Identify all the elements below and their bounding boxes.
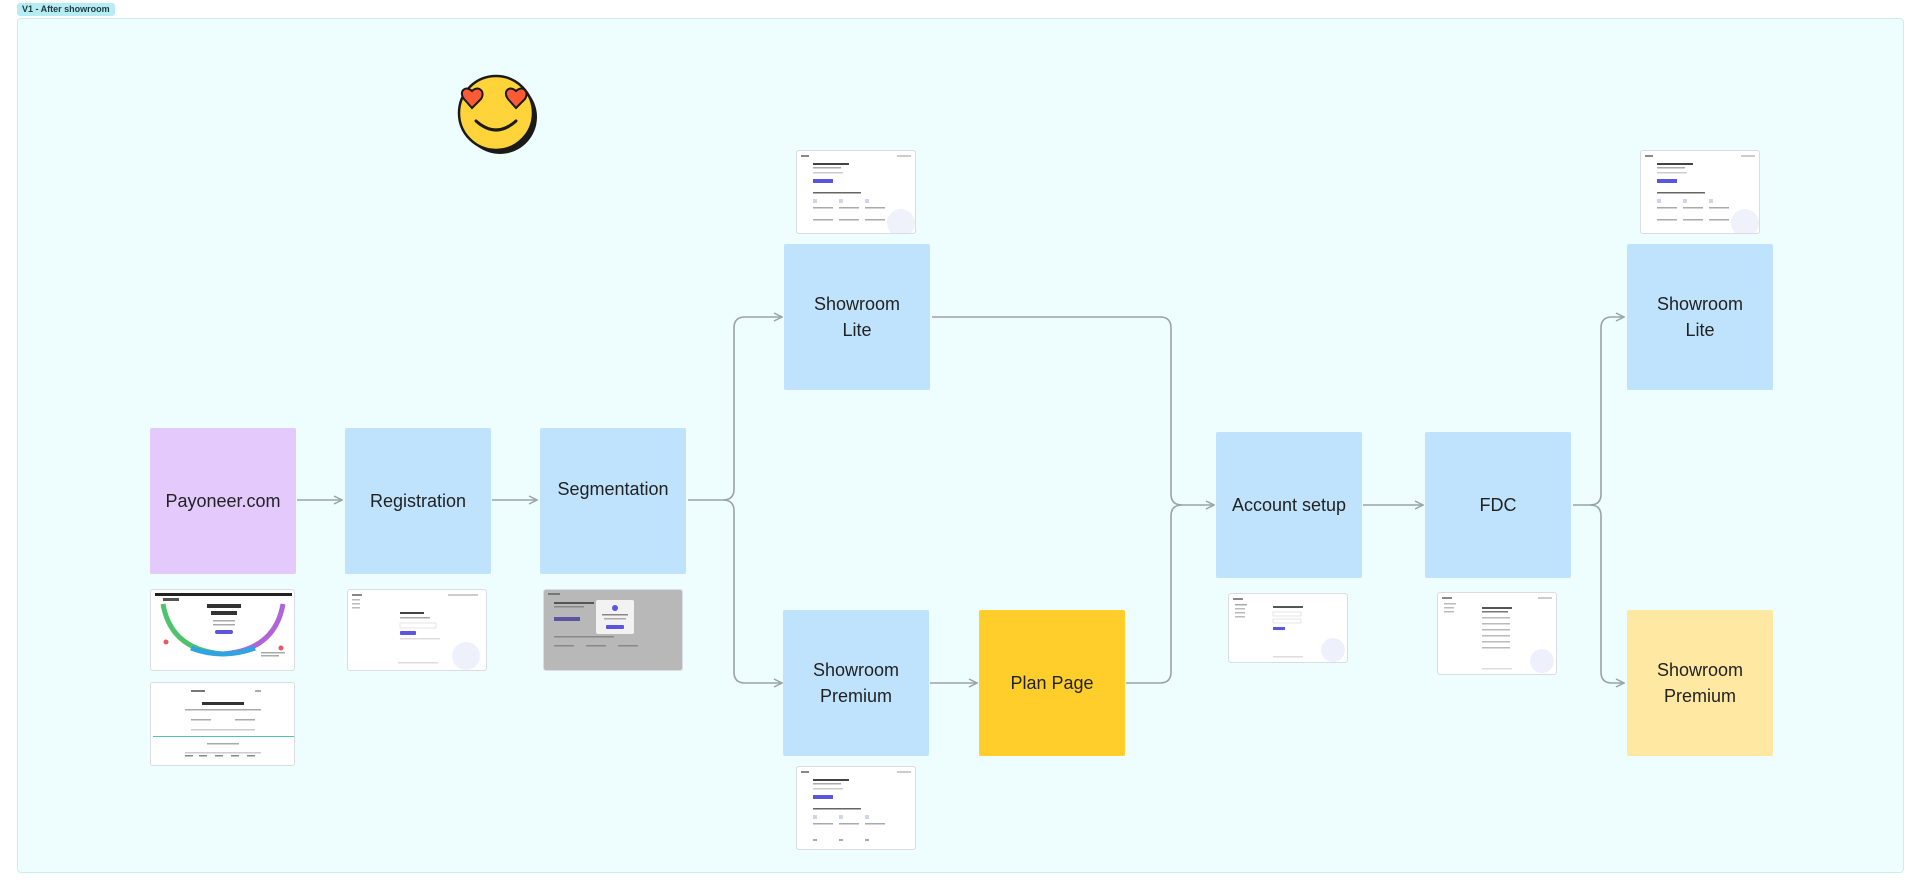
arrow-plan-account-setup: [1126, 504, 1183, 684]
thumbnail-payoneer-home[interactable]: [150, 589, 295, 671]
arrow-segmentation-showroom-premium: [722, 499, 782, 683]
node-plan-page[interactable]: Plan Page: [979, 610, 1125, 756]
arrow-segmentation-showroom-lite: [688, 317, 782, 501]
node-showroom-premium[interactable]: Showroom Premium: [783, 610, 929, 756]
frame-label[interactable]: V1 - After showroom: [17, 3, 115, 16]
node-fdc[interactable]: FDC: [1425, 432, 1571, 578]
thumbnail-showroom-premium[interactable]: [796, 766, 916, 850]
thumbnail-fdc[interactable]: [1437, 592, 1557, 675]
arrow-lite-account-setup: [932, 316, 1214, 505]
node-showroom-lite[interactable]: Showroom Lite: [784, 244, 930, 390]
arrow-fdc-showroom-lite: [1573, 317, 1624, 506]
node-showroom-premium-2[interactable]: Showroom Premium: [1627, 610, 1773, 756]
thumbnail-account-setup[interactable]: [1228, 593, 1348, 663]
node-payoneer[interactable]: Payoneer.com: [150, 428, 296, 574]
heart-eyes-emoji-icon: [457, 74, 537, 154]
thumbnail-registration-signup[interactable]: [150, 682, 295, 766]
node-account-setup[interactable]: Account setup: [1216, 432, 1362, 578]
node-registration[interactable]: Registration: [345, 428, 491, 574]
thumbnail-segmentation-modal[interactable]: [543, 589, 683, 671]
thumbnail-registration-form[interactable]: [347, 589, 487, 671]
node-showroom-lite-2[interactable]: Showroom Lite: [1627, 244, 1773, 390]
node-segmentation[interactable]: Segmentation: [540, 428, 686, 574]
thumbnail-showroom-lite-2[interactable]: [1640, 150, 1760, 234]
flow-frame: [17, 18, 1904, 873]
arrow-fdc-showroom-premium: [1589, 504, 1624, 683]
thumbnail-showroom-lite[interactable]: [796, 150, 916, 234]
